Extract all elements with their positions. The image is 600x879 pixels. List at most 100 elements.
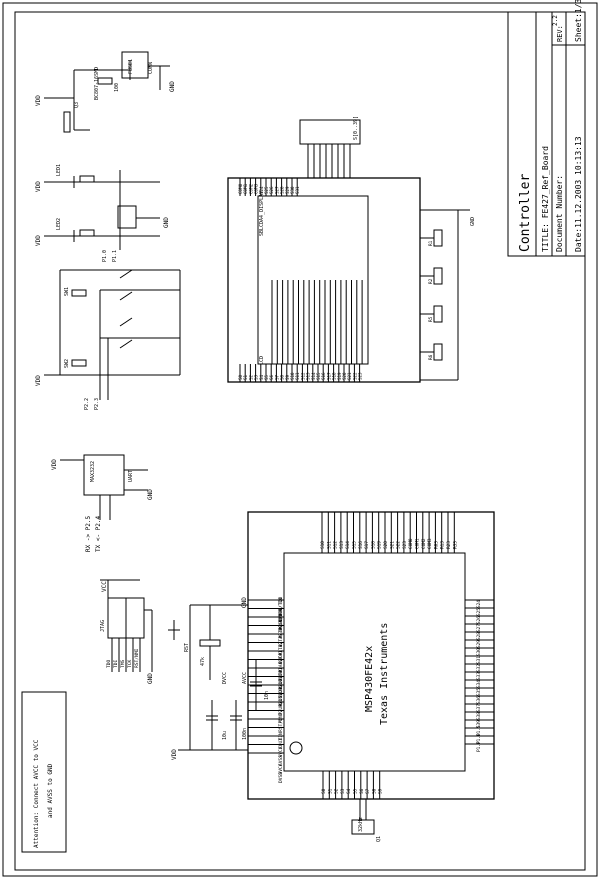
mcu-top-pin: S19 [377,541,383,549]
lcd-pin-bottom: S20 [342,372,347,380]
mcu-left-pin: P2.3/TA1 [278,667,284,689]
lcd-pin-bottom: S12 [300,372,305,380]
uart-ref: UART [128,470,134,482]
mcu-right-pin: S35 [476,688,482,696]
mcu-left-pin: P2.5/URXD0 [278,679,284,707]
fuse-net: CONN [148,62,154,74]
lcd-pin-bottom: S7 [274,374,279,380]
title-block-rev-label: REV: [556,25,564,42]
lcd-pin-bottom: S17 [326,372,331,380]
uart-gnd: GND [147,489,154,500]
title-block-name: Controller [518,174,533,252]
mcu-bottom-pin: S6 [359,788,365,794]
btn-vdd: VDD [35,375,42,386]
mcu-top-pin: R23 [446,541,452,549]
mcu-left-pin: P2.0/TA2 [278,642,284,664]
mcu-right-pin: S26 [476,616,482,624]
lcd-pin-bottom: S16 [321,372,326,380]
mcu-left-pin: P2.1/TA1 [278,650,284,672]
lcd-pin-top: COM1 [243,183,248,194]
mcu-top-pin: COM3 [427,538,433,549]
mcu-bottom-pin: S3 [340,788,346,794]
lcd-pin-top: S31 [295,186,300,194]
btn-sw1: SW1 [64,287,70,296]
mcu-left-pin: AVCC [278,746,284,757]
mcu-top-pin: S10 [320,541,326,549]
mcu-top-pin: S12 [333,541,339,549]
mcu-right-pin: S25 [476,608,482,616]
mcu-right-pin: S24 [476,600,482,608]
cap-10n: 10n [264,691,270,700]
lcd-pin-bottom: S21 [347,372,352,380]
mcu-body [283,552,466,772]
uart-chip [83,454,125,496]
mcu-top-pin: R33 [452,541,458,549]
mcu-top-pin: R03 [433,541,439,549]
mcu-top-pin: S23 [402,541,408,549]
mcu-top-pin: COM0 [408,538,414,549]
power-vdd: VDD [171,749,178,760]
mcu-right-pin: S27 [476,624,482,632]
lcd-pin-top: COM2 [248,183,253,194]
transistor-r: 100 [114,83,120,92]
lcd-pin-bottom: S1 [243,374,248,380]
attention-line-2: and AVSS to GND [47,763,54,818]
cap-10u: 10u [222,731,228,740]
lcd-pin-bottom: S3 [254,374,259,380]
title-block-doc-number: Document Number: [555,175,564,252]
power-gnd: GND [241,597,248,608]
jtag-pin-label: TDI [113,659,119,668]
lcd-pin-bottom: S11 [295,372,300,380]
lcd-pin-bottom: S10 [290,372,295,380]
btn-p2: P2.3 [94,398,100,410]
transistor-q: Q3 [74,102,80,108]
led-gnd: GND [163,217,170,228]
jtag-gnd: GND [147,673,154,684]
mcu-right-pin: P1.6 [476,733,482,744]
led1-vdd: VDD [35,181,42,192]
crystal-freq: 32kHz [358,817,364,832]
mcu-left-pin: P1.2/TA0/TMS [278,614,284,647]
title-block-rev-value: 2.2 [552,15,559,26]
fuse-label: FUSE1 [128,59,134,74]
led-circuit: VDD VDD LED1 LED2 P1.0 P1.1 GND [35,164,170,262]
mcu-bottom-pin: S4 [346,788,352,794]
jtag-ref: JTAG [100,620,106,632]
lcd-pin-bottom: S6 [269,374,274,380]
crystal-body [351,819,375,835]
mcu-left-pin: P1.3/SVSOUT/TDI [278,597,284,639]
mcu-bottom-pin: S2 [334,788,340,794]
mcu-left-pin: DVCC [278,763,284,774]
mcu-bottom-pin: S0 [321,788,327,794]
inner-border [14,11,586,871]
transistor-ref: BC807-16SMD [94,67,100,100]
power-rst: RST [184,643,190,652]
mcu-part-name: MSP430FE42x [364,646,375,712]
lcd-connector [299,119,361,145]
cap-47k: 47k [200,657,206,666]
lcd-pin-bottom: S13 [306,372,311,380]
mcu-top-pin: R13 [440,541,446,549]
mcu-top-pin: S20 [383,541,389,549]
mcu-right-pin: P1.7 [476,741,482,752]
ladder-resistor-label: R5 [428,316,434,322]
mcu-top-pin: S14 [345,541,351,549]
uart-vdd: VDD [51,459,58,470]
lcd-pin-bottom: S18 [332,372,337,380]
lcd-pin-top: COM3 [254,183,259,194]
lcd-pin-top: COM0 [238,183,243,194]
lcd-pin-bottom: S2 [248,374,253,380]
mcu-bottom-pin: S8 [371,788,377,794]
mcu-right-pin: S28 [476,632,482,640]
ladder-resistor-label: R6 [428,354,434,360]
lcd-pin-bottom: S9 [285,374,290,380]
lcd-pin-top: S24 [259,186,264,194]
led-p2: P1.1 [112,250,118,262]
btn-sw2: SW2 [64,359,70,368]
